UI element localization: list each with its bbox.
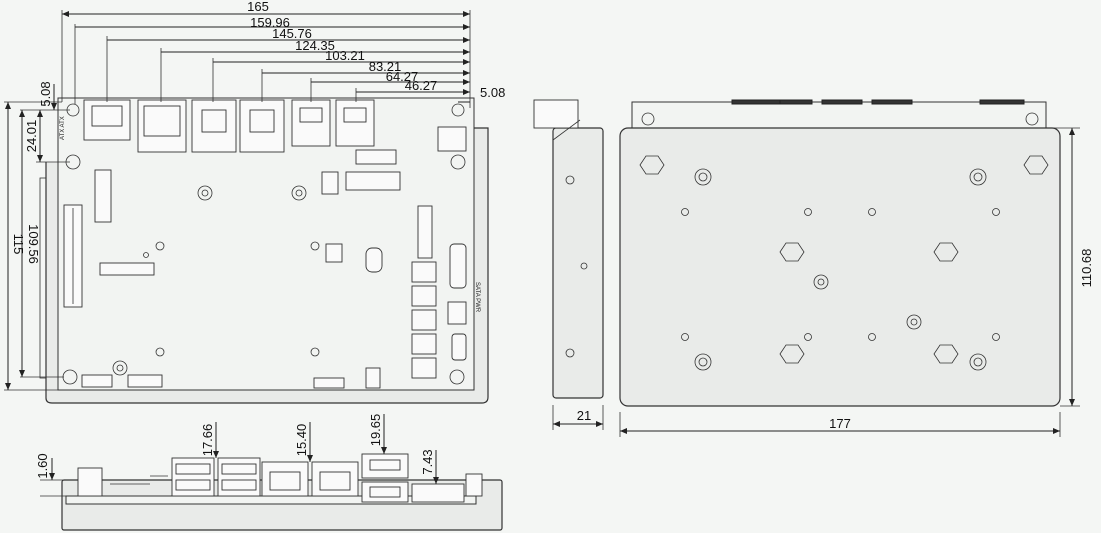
m2-slot [99, 262, 155, 276]
dim-side-width: 21 [577, 408, 591, 423]
front-connector [465, 473, 483, 497]
ffc-connector [345, 171, 401, 191]
dim-front-h1: 1.60 [35, 453, 50, 478]
top-view: ATX ATX SATA PWR 165 159.96 145.76 124.3… [4, 0, 505, 404]
usb-port-2 [335, 99, 375, 147]
usb-port-1 [291, 99, 331, 147]
dim-d1: 159.96 [250, 15, 290, 30]
dim-height-inner: 109.56 [26, 224, 41, 264]
pin-header [355, 149, 397, 165]
fan-header [127, 374, 163, 388]
dim-front-h2: 17.66 [200, 424, 215, 457]
switch [365, 367, 381, 389]
atx-power-connector [437, 126, 467, 152]
dim-rear-width: 177 [829, 416, 851, 431]
dim-front-h5: 7.43 [420, 449, 435, 474]
dim-height-total: 115 [11, 234, 26, 255]
side-view: 21 [533, 99, 604, 430]
side-enclosure [552, 127, 604, 399]
fan-header [81, 374, 113, 388]
dim-hole-offset: 24.01 [24, 120, 39, 153]
small-connector [321, 171, 339, 195]
dim-rear-height: 110.68 [1079, 249, 1094, 288]
pin-header [411, 357, 437, 379]
dim-front-h3: 15.40 [294, 424, 309, 457]
dim-d3: 124.35 [295, 38, 335, 53]
pin-header [411, 285, 437, 307]
dim-d7: 46.27 [405, 78, 438, 93]
hex-standoff [779, 344, 805, 364]
hex-standoff [933, 242, 959, 262]
rear-view: 110.68 177 [619, 99, 1094, 437]
left-rail [39, 177, 47, 379]
sata-label: SATA PWR [474, 282, 480, 313]
front-connector [77, 467, 103, 497]
pin-header [313, 377, 345, 389]
hex-standoff [933, 344, 959, 364]
hex-standoff [639, 155, 665, 175]
sata-power-connector [447, 301, 467, 325]
dim-width-total: 165 [247, 0, 269, 14]
pin-header [411, 333, 437, 355]
rear-enclosure [619, 127, 1061, 407]
mounting-hole [641, 112, 655, 126]
dp-jack [411, 483, 465, 503]
dim-d5: 83.21 [369, 59, 402, 74]
mounting-hole [449, 369, 465, 385]
side-connectors [533, 99, 579, 129]
sata-connector [451, 333, 467, 361]
mounting-hole [450, 154, 466, 170]
hex-standoff [779, 242, 805, 262]
pin-header [411, 309, 437, 331]
hex-standoff [1023, 155, 1049, 175]
dim-right-offset: 5.08 [480, 85, 505, 100]
pin-header [417, 205, 433, 259]
sata-connector [449, 243, 467, 289]
battery-holder [365, 247, 383, 273]
dim-front-h4: 19.65 [368, 414, 383, 447]
mounting-hole [1025, 112, 1039, 126]
dim-d6: 64.27 [386, 69, 419, 84]
dim-d4: 103.21 [325, 48, 365, 63]
dim-d2: 145.76 [272, 26, 312, 41]
front-view: 1.60 17.66 15.40 19.65 7.43 [35, 414, 503, 531]
chip-module [94, 169, 112, 223]
mounting-hole [451, 103, 465, 117]
atx-label: ATX ATX [60, 116, 66, 140]
dim-left-offset: 5.08 [38, 81, 53, 106]
pin-header [411, 261, 437, 283]
small-connector [325, 243, 343, 263]
